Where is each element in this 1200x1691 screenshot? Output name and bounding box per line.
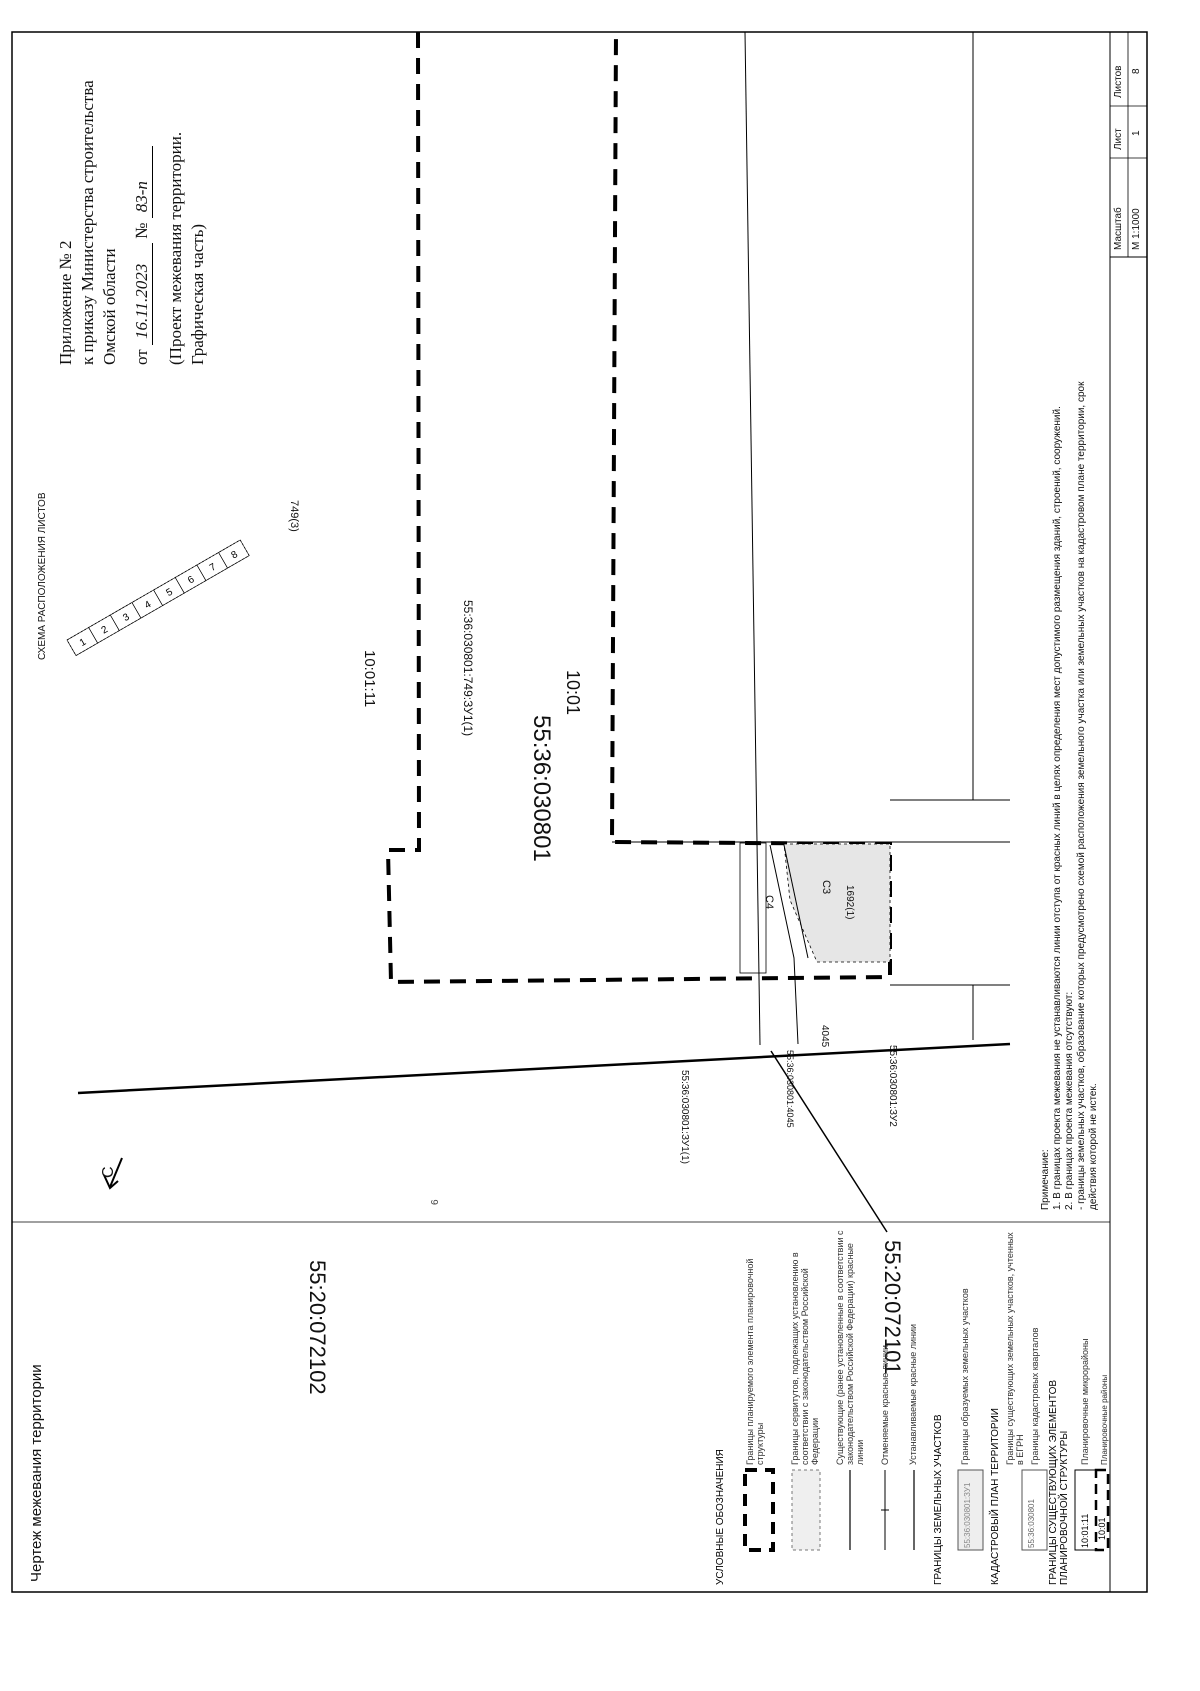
label-parcel-4045-full: 55:36:030801:4045 <box>785 1050 795 1128</box>
stamp-sheet-value: 1 <box>1131 130 1142 136</box>
legend-sample-quarter: 55:36:030801 <box>1027 1499 1036 1548</box>
label-quarter-main: 55:36:030801 <box>528 715 555 862</box>
cadastral-parcel-rect <box>739 842 767 974</box>
number-value: 83-п <box>132 146 153 219</box>
label-quarter-west: 55:20:072102 <box>305 1260 330 1395</box>
notes-line4: действия которой не истек. <box>1088 1083 1099 1210</box>
stamp-scale-value: М 1:1000 <box>1131 208 1142 250</box>
label-zone-area: 1692(1) <box>844 885 855 920</box>
notes-line3: - границы земельных участков, образовани… <box>1076 381 1087 1211</box>
label-district-10-01: 10:01 <box>563 670 583 716</box>
sheet-scheme-number[interactable]: 4 <box>143 599 154 612</box>
date-value: 16.11.2023 <box>132 243 153 346</box>
legend-item-new-parcels: Границы образуемых земельных участков <box>960 1288 970 1465</box>
sheet-scheme-number[interactable]: 8 <box>229 549 240 562</box>
legend-section-land: ГРАНИЦЫ ЗЕМЕЛЬНЫХ УЧАСТКОВ <box>933 1414 944 1585</box>
label-zone-c4: С4 <box>763 895 775 910</box>
sheet-scheme-cell <box>218 539 250 569</box>
header-date-row: от 16.11.2023 № 83-п <box>132 146 153 365</box>
legend-section-structure: ГРАНИЦЫ СУЩЕСТВУЮЩИХ ЭЛЕМЕНТОВ ПЛАНИРОВО… <box>1048 1379 1070 1585</box>
stamp-scale-label: Масштаб <box>1113 207 1124 250</box>
header-subtitle1: (Проект межевания территории. <box>166 131 185 365</box>
stamp-sheets-value: 8 <box>1131 68 1142 74</box>
date-prefix: от <box>132 349 151 365</box>
legend-sample-new-parcel: 55:36:030801:ЗУ1 <box>963 1482 972 1548</box>
north-arrow-icon <box>103 1157 123 1190</box>
notes-title: Примечание: <box>1040 1149 1051 1210</box>
label-microdistrict-10-01-11: 10:01:11 <box>361 650 378 708</box>
sheet-scheme-title: СХЕМА РАСПОЛОЖЕНИЯ ЛИСТОВ <box>37 492 48 661</box>
sheet-scheme-number[interactable]: 2 <box>100 624 111 637</box>
sheet-scheme-number[interactable]: 1 <box>78 636 89 649</box>
road-line-2 <box>783 844 809 959</box>
label-zone-c3: С3 <box>820 880 832 895</box>
notes-line1: 1. В границах проекта межевания не устан… <box>1052 406 1063 1210</box>
legend-item-quarters: Границы кадастровых кварталов <box>1030 1327 1040 1465</box>
legend-symbols <box>743 1468 1110 1552</box>
header-line2: к приказу Министерства строительства <box>78 80 97 365</box>
road-line-1 <box>769 844 799 1045</box>
legend-item-servitude: Границы сервитутов, подлежащих установле… <box>790 1252 820 1465</box>
legend-item-new-red-lines: Устанавливаемые красные линии <box>908 1323 918 1465</box>
header-line3: Омской области <box>100 248 119 365</box>
thin-line-1 <box>744 31 761 1046</box>
quarter-boundary-south <box>770 1050 888 1233</box>
label-parcel-749-short: 749(3) <box>288 500 300 532</box>
number-prefix: № <box>132 222 151 239</box>
header-line1: Приложение № 2 <box>56 240 75 365</box>
north-label: С <box>100 1166 117 1178</box>
legend-item-districts: Планировочные районы <box>1100 1374 1109 1465</box>
sheet-frame <box>11 31 1148 1593</box>
legend-item-existing-parcels: Границы существующих земельных участков,… <box>1005 1232 1025 1465</box>
quarter-boundary-west <box>77 1042 1011 1095</box>
legend-symbol-quarter <box>1021 1469 1048 1551</box>
stamp-sheets-label: Листов <box>1113 65 1124 99</box>
microdistrict-boundary-10-01-11 <box>385 31 892 985</box>
stamp-sheet-label: Лист <box>1113 128 1124 150</box>
sheet-scheme-number[interactable]: 6 <box>186 574 197 587</box>
sheet-scheme-number[interactable]: 3 <box>121 611 132 624</box>
legend-item-microdistricts: Планировочные микрорайоны <box>1080 1338 1090 1465</box>
sheet-scheme-number[interactable]: 5 <box>165 586 176 599</box>
legend-title: УСЛОВНЫЕ ОБОЗНАЧЕНИЯ <box>715 1449 726 1585</box>
legend-symbol-new-parcel <box>957 1469 984 1551</box>
legend-sample-microdistrict: 10:01:11 <box>1080 1513 1090 1548</box>
label-parcel-4045: 4045 <box>819 1025 830 1048</box>
legend-item-existing-red-lines: Существующие (ранее установленные в соот… <box>835 1230 865 1465</box>
legend-item-planned-boundary: Границы планируемого элемента планировоч… <box>745 1258 765 1465</box>
legend-symbol-planned-boundary <box>743 1468 775 1552</box>
stray-mark: 6 <box>430 1199 441 1205</box>
label-parcel-749-zu1: 55:36:030801:749:ЗУ1(1) <box>461 600 475 737</box>
legend-symbol-district <box>1094 1468 1110 1552</box>
legend-symbol-servitude <box>791 1469 821 1551</box>
drawing-title: Чертеж межевания территории <box>28 1364 45 1582</box>
title-stamp <box>1109 31 1148 258</box>
sheet-scheme-number[interactable]: 7 <box>208 561 219 574</box>
legend-sample-district: 10:01 <box>1097 1517 1107 1540</box>
label-parcel-zu1: 55:36:030801:ЗУ1(1) <box>679 1070 690 1165</box>
legend-item-cancelled-red-lines: Отменяемые красные линии <box>880 1344 890 1465</box>
shaded-parcel-c3 <box>783 843 891 963</box>
header-subtitle2: Графическая часть) <box>188 223 207 365</box>
notes-line2: 2. В границах проекта межевания отсутств… <box>1064 991 1075 1210</box>
label-parcel-zu2: 55:36:030801:ЗУ2 <box>887 1045 898 1127</box>
legend-section-cadastral: КАДАСТРОВЫЙ ПЛАН ТЕРРИТОРИИ <box>990 1408 1001 1585</box>
